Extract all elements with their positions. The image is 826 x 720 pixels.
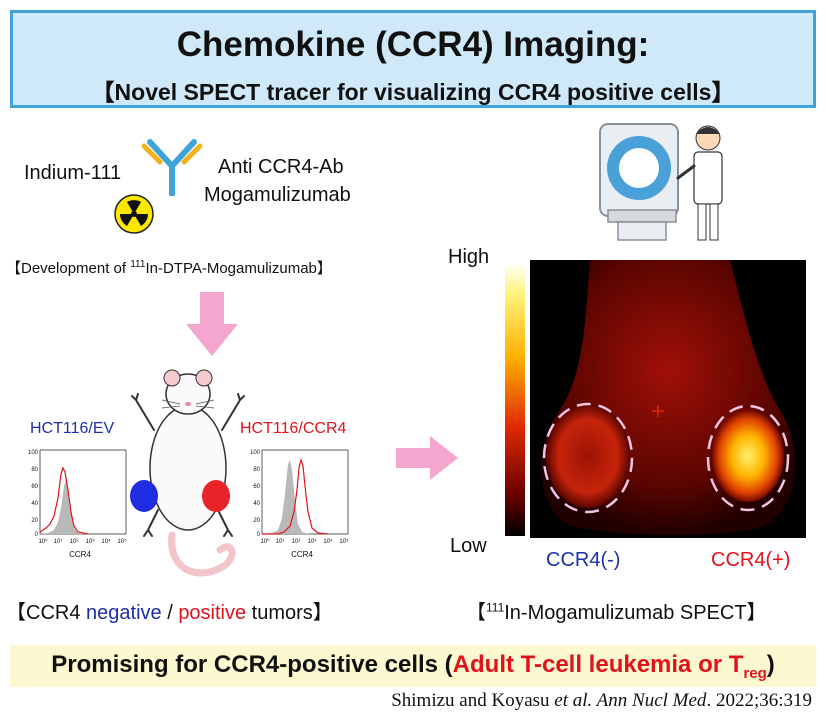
intensity-colorbar — [505, 262, 525, 536]
conclusion-highlight: Adult T-cell leukemia or T — [452, 651, 744, 678]
tumors-caption-prefix: 【CCR4 — [6, 602, 87, 624]
ytick: 40 — [253, 501, 260, 507]
xtick: 10³ — [308, 539, 317, 545]
histogram-xticks: 10⁰ 10¹ 10² 10³ 10⁴ 10⁵ — [260, 538, 349, 545]
page-subtitle: 【Novel SPECT tracer for visualizing CCR4… — [91, 79, 735, 105]
antibody-label-2: Mogamulizumab — [204, 184, 351, 206]
spect-negative-uptake — [546, 404, 630, 508]
histogram-xlabel: CCR4 — [291, 550, 313, 559]
development-prefix: 【Development of — [6, 260, 131, 277]
conclusion-banner: Promising for CCR4-positive cells (Adult… — [10, 645, 816, 687]
isotope-label: Indium-111 — [24, 162, 122, 184]
xtick: 10¹ — [276, 539, 285, 545]
ytick: 80 — [31, 467, 38, 473]
scale-high-label: High — [448, 246, 490, 268]
tumors-caption-sep: / — [161, 602, 179, 624]
histogram-yticks: 100 80 60 40 20 0 — [250, 450, 261, 538]
ytick: 100 — [250, 450, 261, 456]
antibody-icon — [141, 139, 203, 196]
ytick: 0 — [35, 532, 39, 538]
ytick: 80 — [253, 467, 260, 473]
histogram-frame — [261, 449, 349, 535]
development-sup: 111 — [130, 259, 146, 270]
histogram-xticks: 10⁰ 10¹ 10² 10³ 10⁴ 10⁵ — [38, 538, 127, 545]
mouse-icon — [130, 369, 245, 577]
conclusion-prefix: Promising for CCR4-positive cells ( — [51, 651, 453, 678]
histogram-ccr4 — [39, 466, 89, 535]
tumors-caption-positive: positive — [178, 602, 247, 624]
scale-low-label: Low — [450, 535, 487, 557]
tumors-caption-negative: negative — [86, 602, 162, 624]
development-caption: 【Development of 111In-DTPA-Mogamulizumab… — [6, 257, 332, 278]
spect-left-label: CCR4(-) — [546, 549, 621, 571]
xtick: 10⁰ — [38, 538, 48, 545]
conclusion-sub: reg — [743, 664, 767, 682]
spect-right-label: CCR4(+) — [711, 549, 791, 571]
tumors-caption: 【CCR4 negative / positive tumors】 — [6, 596, 333, 625]
development-suffix: In-DTPA-Mogamulizumab】 — [145, 260, 332, 277]
spect-caption-sup: 111 — [486, 600, 505, 615]
ytick: 60 — [253, 484, 260, 490]
flow-histogram-positive: 100 80 60 40 20 0 10⁰ 10¹ 10² 10³ 10⁴ 10… — [250, 449, 349, 559]
antibody-label-1: Anti CCR4-Ab — [218, 156, 344, 178]
roi-negative — [542, 402, 634, 514]
xtick: 10⁰ — [260, 538, 270, 545]
histogram-isotype — [40, 480, 86, 534]
xtick: 10⁵ — [117, 538, 127, 545]
down-arrow-icon — [186, 292, 238, 356]
roi-positive — [706, 404, 790, 512]
tumors-caption-suffix: tumors】 — [246, 602, 333, 624]
right-arrow-icon — [396, 436, 458, 480]
title-banner: Chemokine (CCR4) Imaging: 【Novel SPECT t… — [10, 10, 816, 108]
flow-histogram-negative: 100 80 60 40 20 0 10⁰ 10¹ 10² 10³ 10⁴ 10… — [28, 449, 127, 559]
xtick: 10⁴ — [323, 538, 333, 545]
negative-tumor — [130, 480, 158, 512]
spect-positive-uptake — [712, 410, 784, 502]
histogram-isotype — [262, 460, 310, 534]
xtick: 10² — [292, 539, 301, 545]
spect-image — [530, 260, 806, 538]
page-title: Chemokine (CCR4) Imaging: — [176, 25, 650, 64]
radiation-icon — [114, 194, 154, 234]
citation: Shimizu and Koyasu et al. Ann Nucl Med. … — [391, 690, 812, 712]
flow-left-title: HCT116/EV — [30, 420, 115, 437]
histogram-frame — [39, 449, 127, 535]
xtick: 10³ — [86, 539, 95, 545]
crosshair-icon — [652, 405, 664, 417]
citation-rest: . 2022;36:319 — [706, 690, 812, 711]
spect-caption: 【111In-Mogamulizumab SPECT】 — [466, 596, 767, 625]
spect-caption-suffix: In-Mogamulizumab SPECT】 — [504, 602, 767, 624]
citation-journal: et al. Ann Nucl Med — [554, 690, 707, 711]
citation-authors: Shimizu and Koyasu — [391, 690, 555, 711]
conclusion-suffix: ) — [766, 651, 775, 678]
spect-scanner-icon — [599, 123, 723, 241]
spect-caption-prefix: 【 — [466, 602, 486, 624]
xtick: 10² — [70, 539, 79, 545]
doctor-figure — [676, 125, 723, 241]
xtick: 10⁵ — [339, 538, 349, 545]
ytick: 0 — [257, 532, 261, 538]
histogram-yticks: 100 80 60 40 20 0 — [28, 450, 39, 538]
ytick: 40 — [31, 501, 38, 507]
flow-right-title: HCT116/CCR4 — [240, 420, 347, 437]
histogram-xlabel: CCR4 — [69, 550, 91, 559]
ytick: 20 — [253, 518, 260, 524]
xtick: 10⁴ — [101, 538, 111, 545]
ytick: 60 — [31, 484, 38, 490]
xtick: 10¹ — [54, 539, 63, 545]
ytick: 20 — [31, 518, 38, 524]
positive-tumor — [202, 480, 230, 512]
histogram-ccr4 — [262, 457, 329, 535]
ytick: 100 — [28, 450, 39, 456]
